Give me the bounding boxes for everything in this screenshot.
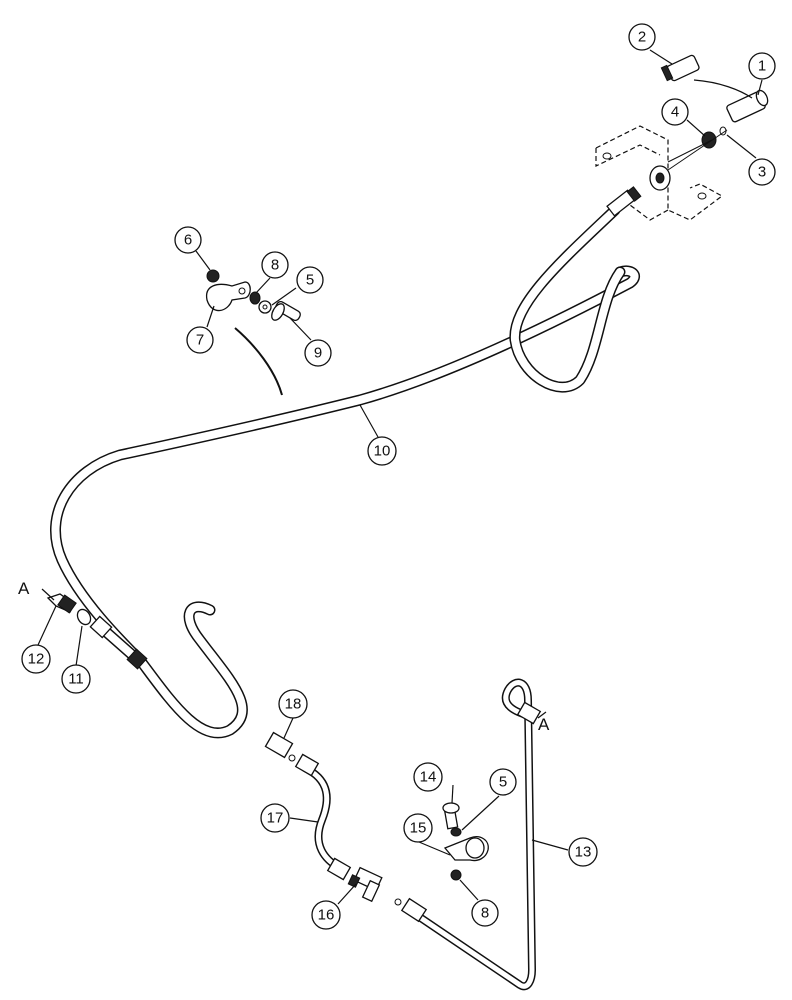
callout-6: 6 (174, 226, 202, 254)
svg-text:7: 7 (196, 332, 204, 349)
callout-14: 14 (413, 762, 443, 792)
svg-text:9: 9 (314, 345, 322, 362)
svg-text:11: 11 (68, 671, 84, 688)
callout-4: 4 (661, 98, 689, 126)
callout-8-upper: 8 (261, 251, 289, 279)
o-ring-tee (394, 898, 402, 906)
adapter-12 (46, 593, 77, 614)
svg-text:4: 4 (671, 104, 679, 121)
connection-mark-a-left: A (18, 579, 30, 598)
callout-5-upper: 5 (296, 266, 324, 294)
svg-text:15: 15 (410, 820, 427, 837)
tee-16 (347, 866, 383, 903)
callout-15: 15 (403, 813, 433, 843)
arc-2-to-1 (693, 79, 753, 99)
callout-5-lower: 5 (489, 768, 517, 796)
assembly-line-3 (667, 129, 728, 171)
callout-7: 7 (186, 326, 214, 354)
callout-8-lower: 8 (471, 899, 499, 927)
callout-2: 2 (628, 23, 656, 51)
nut-11 (76, 608, 92, 626)
svg-text:17: 17 (267, 810, 284, 827)
coupler-2 (660, 54, 700, 82)
callout-11: 11 (61, 664, 91, 694)
svg-text:16: 16 (318, 907, 335, 924)
hose-end-fitting-bracket (606, 186, 642, 217)
svg-text:2: 2 (638, 29, 646, 46)
svg-text:1: 1 (758, 58, 766, 75)
svg-text:13: 13 (575, 844, 592, 861)
clamp-group-lower (442, 802, 489, 881)
svg-text:12: 12 (28, 651, 45, 668)
callout-13: 13 (568, 837, 598, 867)
svg-text:3: 3 (758, 164, 766, 181)
bracket (595, 125, 724, 221)
svg-text:10: 10 (374, 443, 391, 460)
callout-12: 12 (21, 644, 51, 674)
svg-text:8: 8 (271, 257, 279, 274)
callout-16: 16 (311, 900, 341, 930)
tube-13 (400, 678, 542, 991)
callout-3: 3 (748, 158, 776, 186)
connection-mark-a-right: A (538, 715, 550, 734)
svg-text:5: 5 (306, 272, 314, 289)
callout-9: 9 (304, 339, 332, 367)
callout-17: 17 (260, 803, 290, 833)
coupler-1 (726, 89, 769, 123)
svg-text:6: 6 (184, 232, 192, 249)
hose-end-fitting-left (89, 615, 148, 670)
callout-1: 1 (748, 52, 776, 80)
leader-lines (37, 49, 763, 905)
hose-10 (50, 204, 640, 739)
fitting-18 (264, 731, 296, 762)
assembly-line-4 (667, 139, 713, 163)
clamp-group (205, 269, 301, 396)
svg-text:14: 14 (420, 769, 437, 786)
tube-17 (294, 753, 352, 881)
svg-text:8: 8 (481, 905, 489, 922)
callout-10: 10 (367, 436, 397, 466)
svg-text:5: 5 (499, 774, 507, 791)
svg-text:18: 18 (285, 696, 302, 713)
callout-18: 18 (278, 689, 308, 719)
